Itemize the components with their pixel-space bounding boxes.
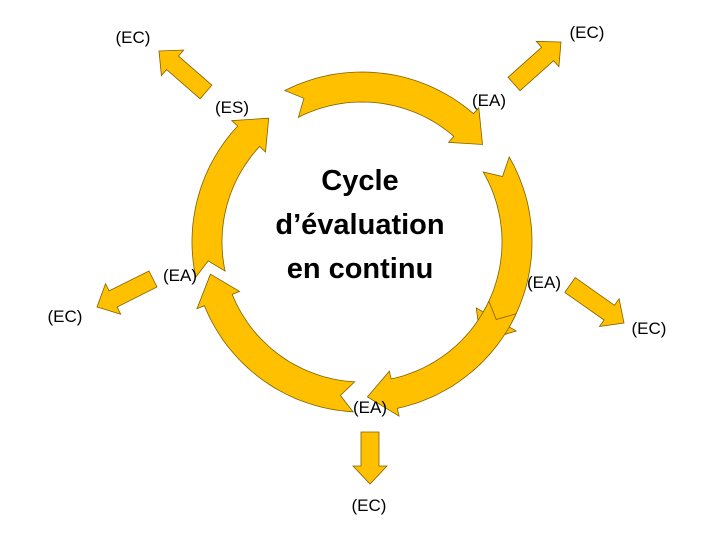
- cycle-title-line-3: en continu: [287, 253, 434, 285]
- outcome-arrow-bottom: [352, 431, 388, 485]
- outcome-arrow-right: [564, 277, 625, 328]
- label-ea-bottom: (EA): [353, 398, 387, 417]
- outcome-arrow-top-left: [158, 49, 213, 100]
- cycle-title-line-2: d’évaluation: [275, 209, 444, 241]
- cycle-arrow-right: [475, 156, 533, 343]
- label-es: (ES): [215, 98, 249, 117]
- label-ec-bottom: (EC): [352, 496, 387, 515]
- cycle-arrow-left: [191, 117, 270, 279]
- outcome-arrow-top-right: [507, 40, 562, 92]
- outward-arrows: [96, 40, 625, 485]
- cycle-arrow-bottom-right: [366, 300, 517, 417]
- label-ea-left: (EA): [163, 266, 197, 285]
- cycle-arrow-top: [283, 71, 483, 145]
- label-ec-top-left: (EC): [116, 28, 151, 47]
- cycle-arrow-bottom-left: [196, 273, 356, 413]
- label-ec-left: (EC): [48, 307, 83, 326]
- label-ec-top-right: (EC): [570, 23, 605, 42]
- label-ea-top-right: (EA): [472, 91, 506, 110]
- cycle-ring: [191, 71, 533, 417]
- outcome-arrow-left: [96, 270, 158, 315]
- label-ea-right: (EA): [527, 273, 561, 292]
- cycle-title-line-1: Cycle: [321, 165, 398, 197]
- label-ec-right: (EC): [632, 319, 667, 338]
